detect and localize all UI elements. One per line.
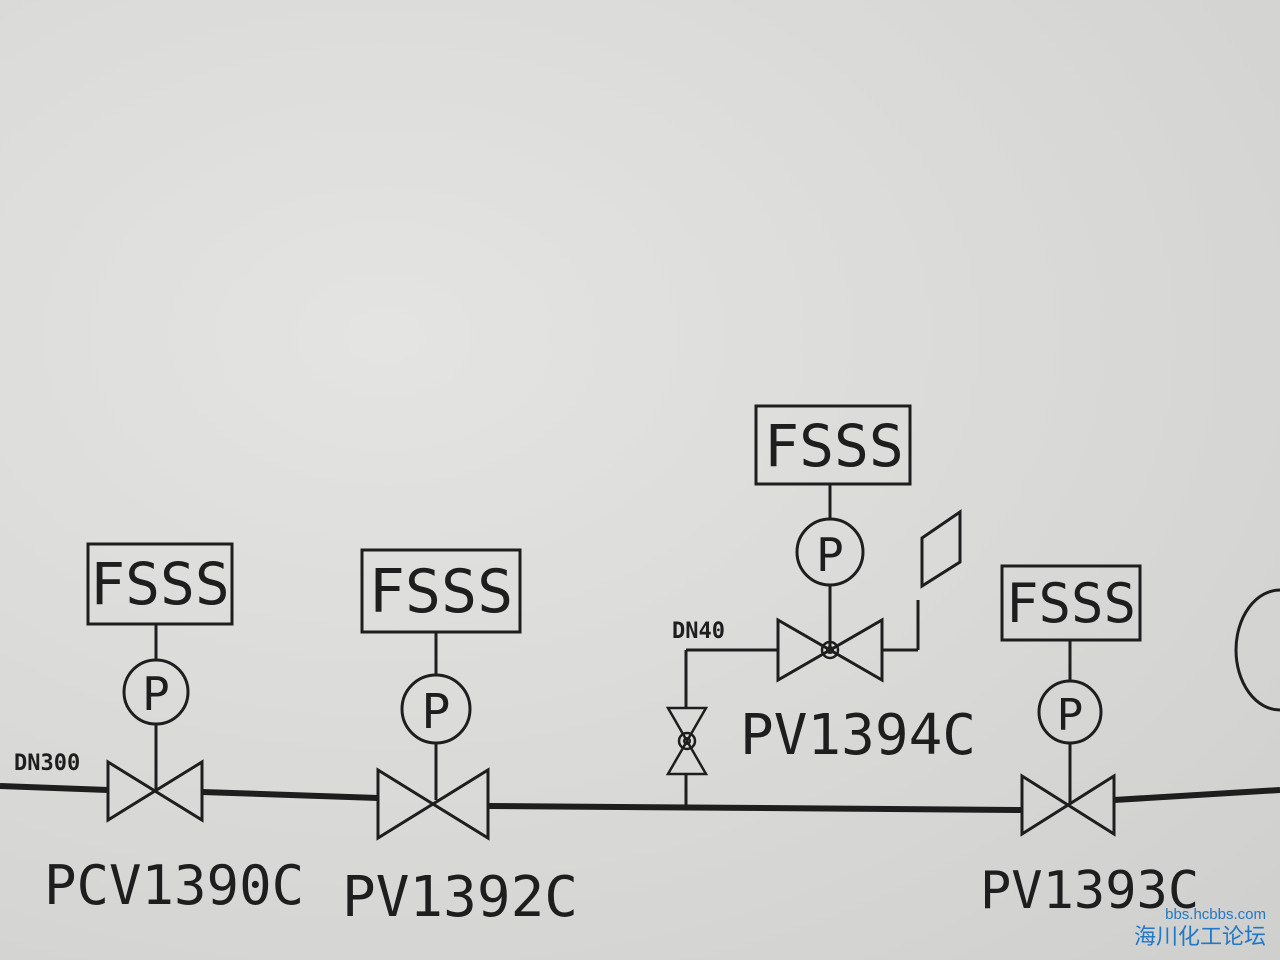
valve-tag: PV1392C <box>342 865 578 930</box>
valve-group-pv1393c: FSSS P PV1393C <box>980 564 1199 921</box>
control-valve-icon <box>376 767 490 841</box>
main-pipe <box>0 783 1280 813</box>
instrument-letter: P <box>422 684 451 740</box>
control-valve-icon <box>776 617 884 683</box>
valve-tag: PCV1390C <box>44 854 304 917</box>
manual-valve-icon <box>665 706 709 776</box>
valve-group-pv1392c: FSSS P PV1392C <box>342 548 578 930</box>
control-valve-icon <box>1020 773 1116 837</box>
watermark-url: bbs.hcbbs.com <box>1165 906 1266 923</box>
fsss-box <box>360 548 522 634</box>
main-pipe-label: DN300 <box>14 751 80 776</box>
forum-watermark: bbs.hcbbs.com 海川化工论坛 <box>1134 906 1266 950</box>
valve-tag: PV1394C <box>740 703 976 768</box>
instrument-letter: P <box>1057 690 1084 741</box>
branch-pipe-label: DN40 <box>672 619 725 644</box>
instrument-letter: P <box>816 528 844 582</box>
fsss-box-label: FSSS <box>369 557 514 627</box>
fsss-box-label: FSSS <box>764 412 904 480</box>
fsss-box <box>754 404 912 486</box>
fsss-box-label: FSSS <box>90 550 230 618</box>
fsss-box-label: FSSS <box>1006 572 1136 635</box>
valve-tag: PV1393C <box>980 861 1199 921</box>
branch-dn40: DN40 <box>665 619 778 810</box>
control-valve-icon <box>106 759 204 823</box>
valve-group-pcv1390c: FSSS P PCV1390C <box>44 542 304 917</box>
instrument-letter: P <box>142 667 170 721</box>
fsss-box <box>86 542 234 626</box>
watermark-name: 海川化工论坛 <box>1133 924 1266 949</box>
flag-icon <box>920 509 962 589</box>
valve-group-pv1394c: FSSS P PV1394C <box>740 404 976 768</box>
partial-instrument-icon <box>1234 588 1280 712</box>
